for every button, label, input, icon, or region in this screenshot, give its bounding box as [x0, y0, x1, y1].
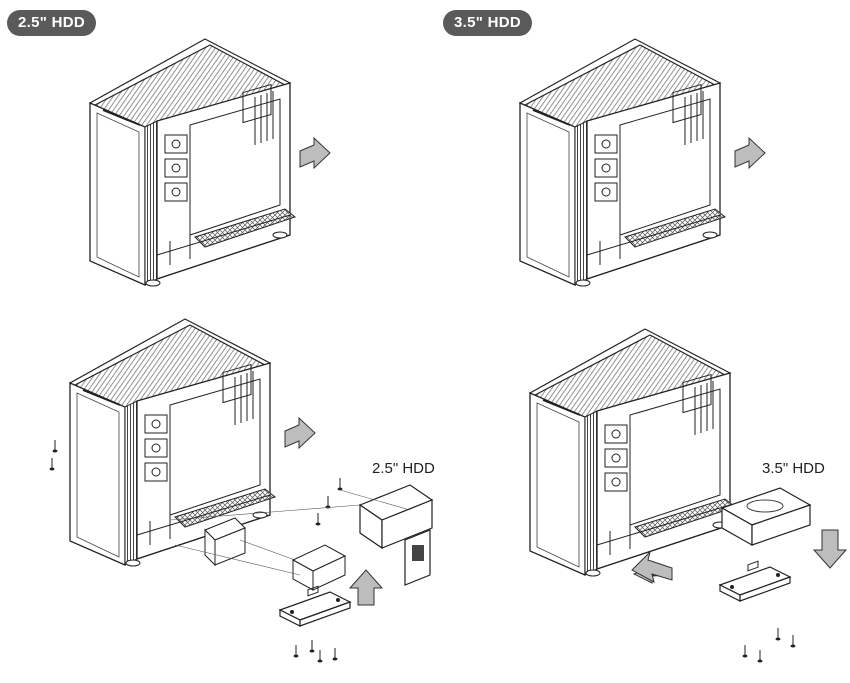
hdd-tray-left [279, 585, 351, 627]
arrow-top-left [299, 137, 331, 169]
label-3-5-hdd: 3.5" HDD [762, 460, 825, 477]
hdd-2-5-drive [358, 484, 434, 586]
badge-2-5-hdd: 2.5" HDD [7, 10, 97, 36]
pc-case-bottom-right [529, 328, 736, 577]
screws-right [742, 627, 796, 663]
pc-case-top-left [89, 38, 296, 287]
hdd-2-5-box [291, 544, 347, 591]
guide-lines-left [169, 489, 411, 576]
hdd-2-5-small-drive [204, 517, 246, 567]
hdd-tray-right [719, 560, 791, 602]
arrow-left-insert [631, 550, 673, 584]
pc-case-top-right [519, 38, 726, 287]
badge-3-5-hdd: 3.5" HDD [443, 10, 533, 36]
label-2-5-hdd: 2.5" HDD [372, 460, 435, 477]
arrow-down-right [812, 529, 848, 569]
arrow-top-right [734, 137, 766, 169]
arrow-bottom-left [284, 417, 316, 449]
hdd-3-5-drive [720, 487, 812, 547]
arrow-up-left [348, 569, 384, 606]
